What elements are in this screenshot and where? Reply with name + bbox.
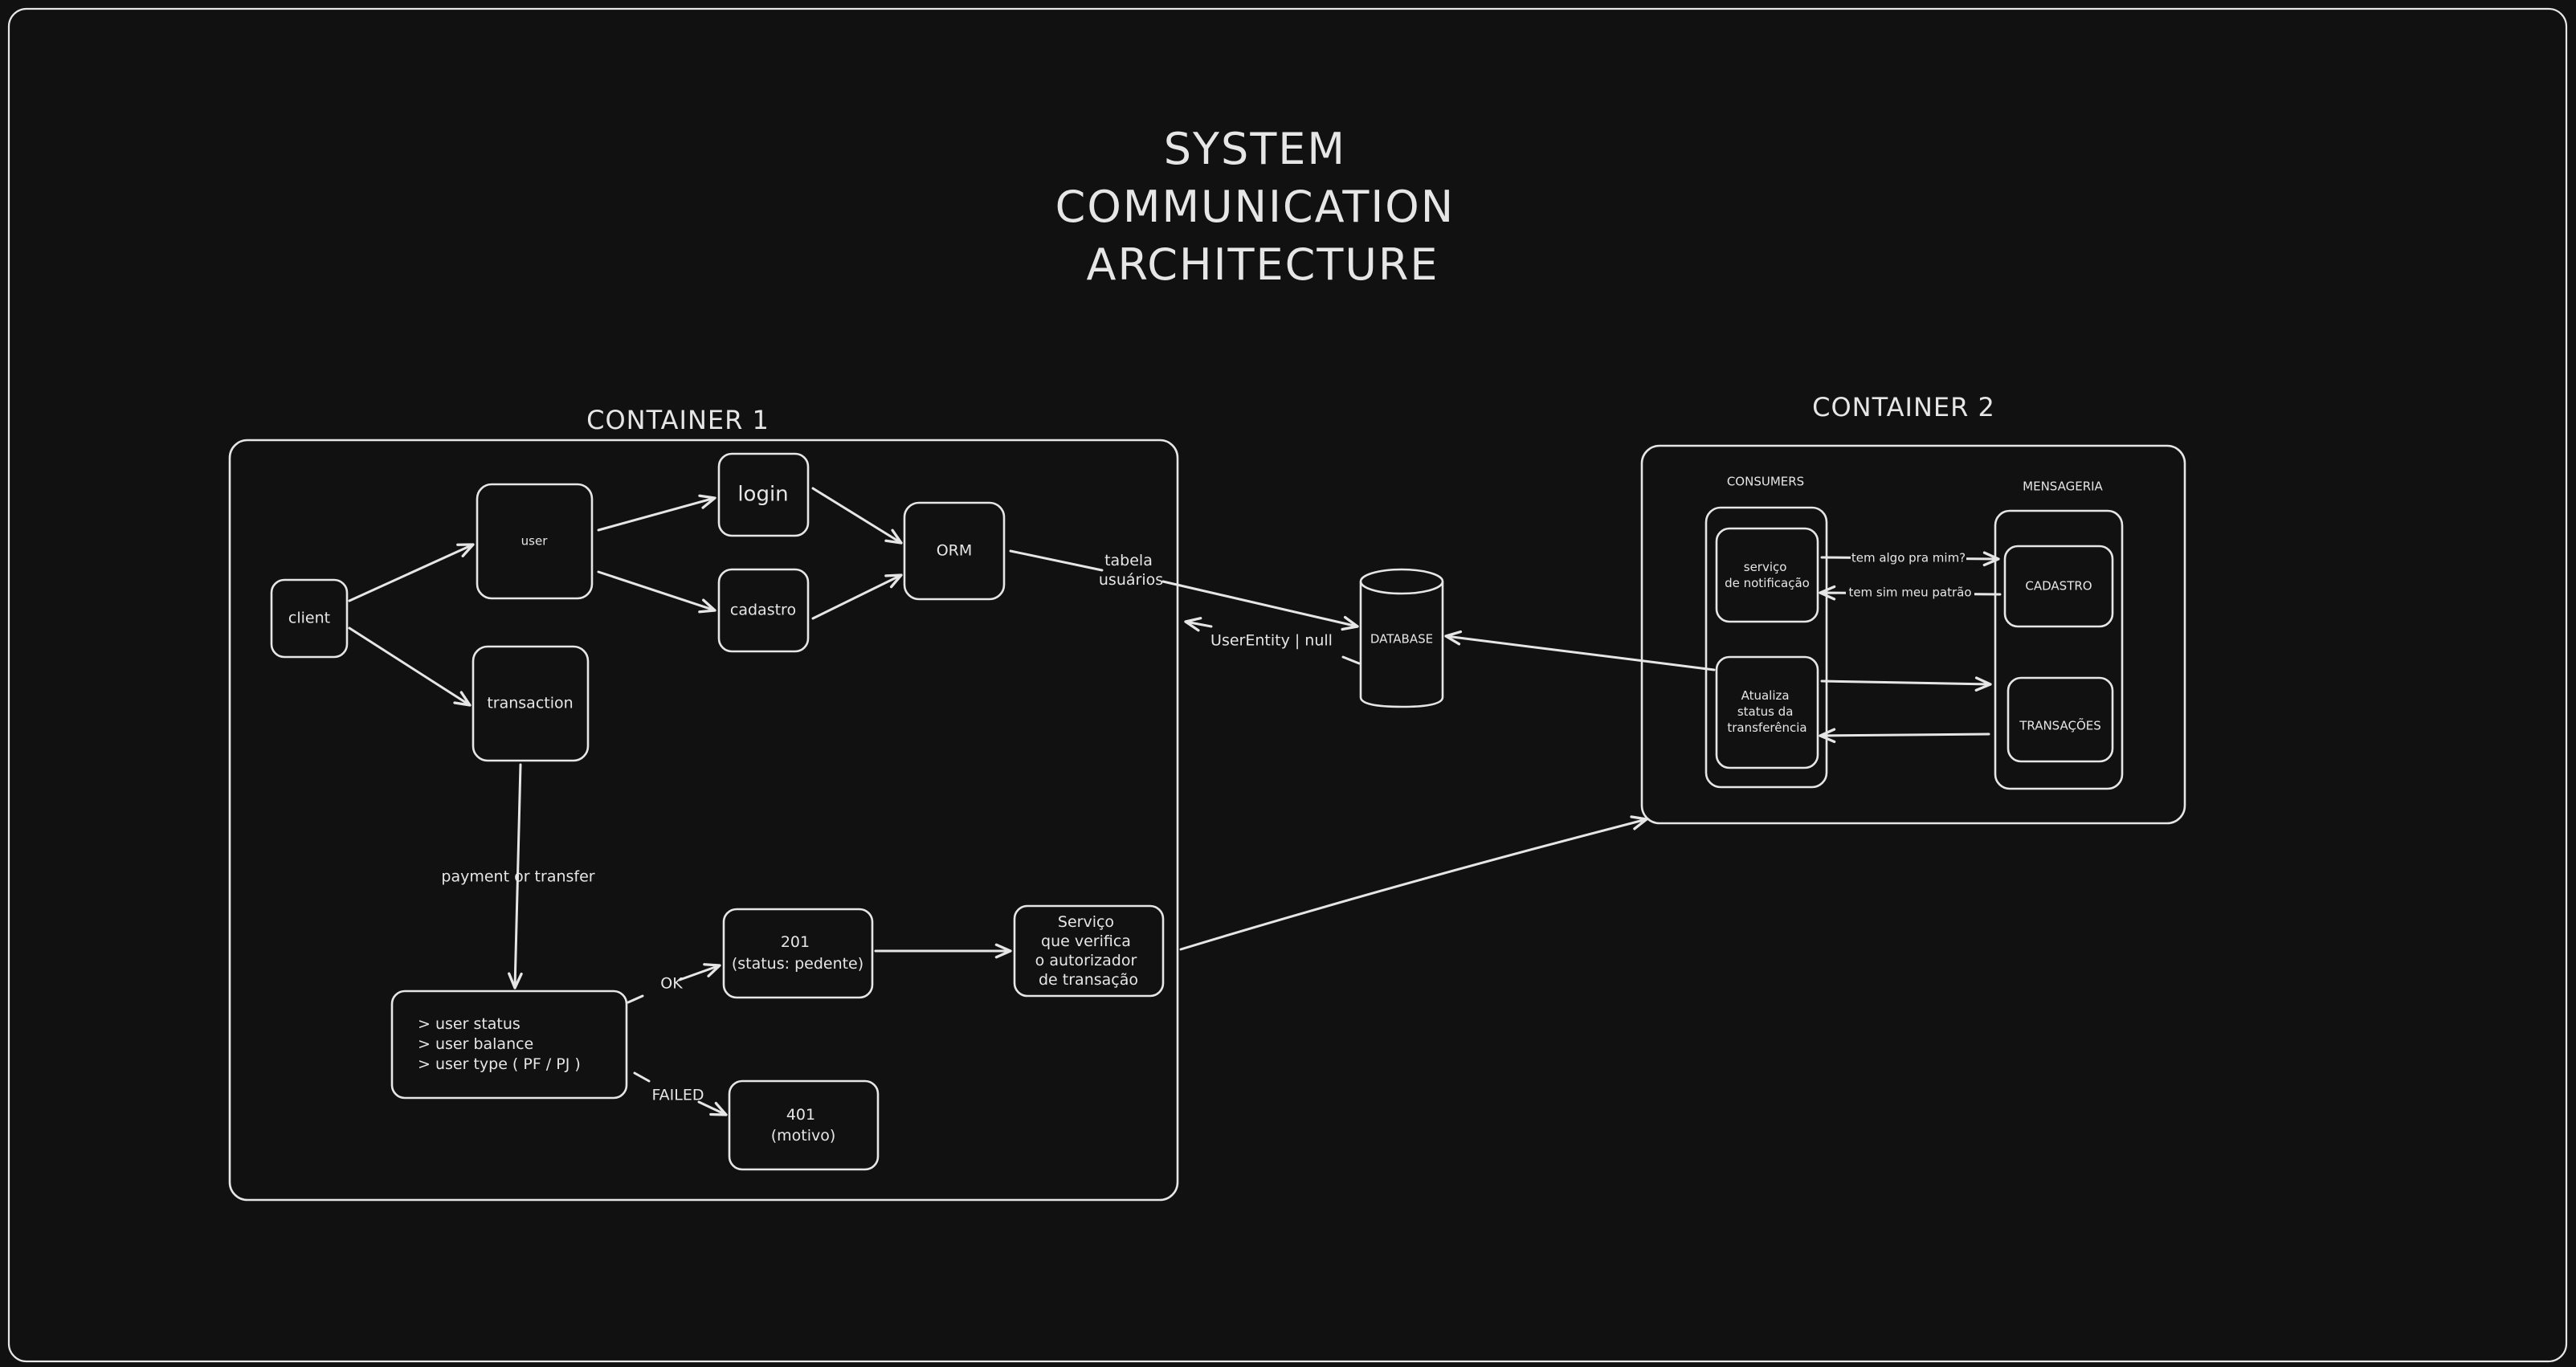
transaction-label: transaction xyxy=(487,695,573,712)
cadastro-queue-label: CADASTRO xyxy=(2025,579,2092,594)
edge-ask-label-bg xyxy=(1851,548,1966,569)
edge-failed-label: FAILED xyxy=(651,1087,704,1104)
client-node[interactable] xyxy=(270,578,349,659)
transacoes-queue-node[interactable] xyxy=(2007,676,2114,763)
status-update-label: Atualiza status da transferência xyxy=(1727,688,1806,735)
edge-client-user xyxy=(348,543,475,602)
edge-user-cadastro xyxy=(597,570,716,614)
database-node[interactable] xyxy=(1359,568,1444,708)
edge-tabela-label: tabela usuários xyxy=(1099,552,1163,589)
edge-checks-failed-arrow xyxy=(697,1100,728,1116)
edge-transacoes-status xyxy=(1819,728,1990,744)
edge-user-login xyxy=(597,494,716,532)
checks-label: > user status > user balance > user type… xyxy=(418,1015,581,1073)
edge-user-entity-label: UserEntity | null xyxy=(1210,632,1333,650)
messaging-group xyxy=(1994,509,2124,790)
edge-transaction-checks xyxy=(508,763,523,990)
notification-node[interactable] xyxy=(1715,527,1819,623)
cadastro-queue-node[interactable] xyxy=(2003,545,2114,628)
edge-cadastro-orm xyxy=(811,573,903,620)
container-1-title: CONTAINER 1 xyxy=(586,405,770,435)
edge-checks-failed xyxy=(633,1071,651,1083)
edge-answer-label-bg xyxy=(1846,583,1974,604)
status-update-node[interactable] xyxy=(1715,655,1819,769)
user-node[interactable] xyxy=(476,483,594,600)
login-node[interactable] xyxy=(717,452,810,537)
edge-checks-created xyxy=(627,994,644,1004)
orm-node[interactable] xyxy=(903,501,1006,601)
checks-node[interactable] xyxy=(390,990,628,1100)
user-label: user xyxy=(521,534,549,549)
consumers-group xyxy=(1704,506,1828,789)
outer-frame xyxy=(7,7,2568,1363)
edge-status-transacoes xyxy=(1820,676,1992,692)
orm-label: ORM xyxy=(937,542,973,560)
edge-status-database xyxy=(1444,630,1716,671)
login-label: login xyxy=(737,483,788,507)
notification-label: serviço de notificação xyxy=(1725,560,1810,590)
failed-label: 401 (motivo) xyxy=(771,1106,836,1145)
container-2 xyxy=(1640,444,2186,825)
diagram-title: SYSTEM COMMUNICATION ARCHITECTURE xyxy=(1055,124,1471,290)
authorizer-node[interactable] xyxy=(1013,904,1165,998)
created-label: 201 (status: pedente) xyxy=(732,933,863,973)
messaging-label: MENSAGERIA xyxy=(2023,479,2103,494)
failed-node[interactable] xyxy=(728,1079,880,1171)
container-1 xyxy=(228,439,1179,1202)
edge-checks-created-arrow xyxy=(678,963,721,981)
edge-payment-label: payment or transfer xyxy=(441,868,594,886)
created-node[interactable] xyxy=(722,908,874,999)
transacoes-queue-label: TRANSAÇÕES xyxy=(2019,718,2101,733)
edge-database-return xyxy=(1341,655,1361,665)
edge-database-return-2 xyxy=(1184,617,1213,632)
edge-answer-label: tem sim meu patrão xyxy=(1848,586,1971,600)
authorizer-label: Serviço que verifica o autorizador de tr… xyxy=(1035,913,1142,989)
cadastro-node[interactable] xyxy=(717,568,810,653)
consumers-label: CONSUMERS xyxy=(1727,475,1804,489)
edge-ask-label: tem algo pra mim? xyxy=(1851,551,1966,565)
edge-login-orm xyxy=(811,487,903,545)
client-label: client xyxy=(288,610,330,627)
edge-orm-database-2 xyxy=(1161,580,1359,631)
transaction-node[interactable] xyxy=(472,645,590,762)
container-2-title: CONTAINER 2 xyxy=(1812,392,1995,422)
edge-client-transaction xyxy=(348,626,472,707)
edge-orm-database xyxy=(1009,549,1104,572)
database-label: DATABASE xyxy=(1370,632,1433,647)
cadastro-label: cadastro xyxy=(730,602,796,619)
edge-authorizer-container2 xyxy=(1179,815,1648,951)
edge-ok-label: OK xyxy=(660,975,683,993)
